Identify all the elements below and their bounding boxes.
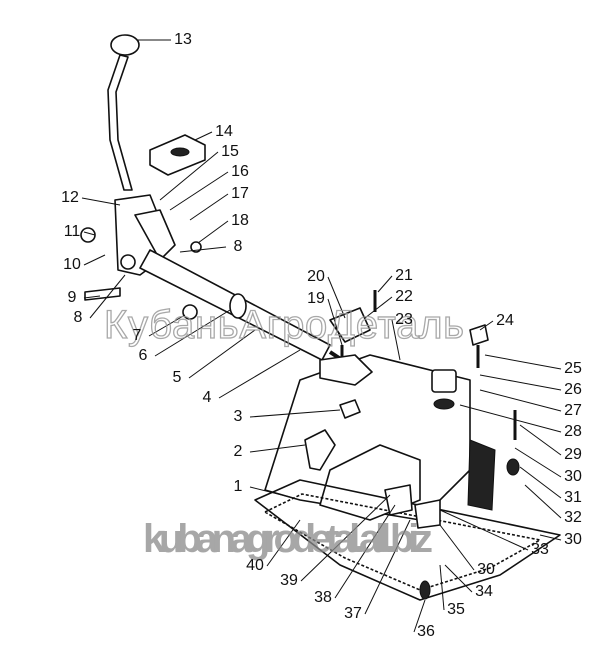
leader-line (334, 504, 396, 599)
callout-label: 30 (564, 531, 582, 548)
leader-line (249, 409, 341, 418)
callout-label: 6 (139, 347, 148, 364)
leader-line (159, 151, 219, 201)
callout-label: 31 (564, 489, 582, 506)
leader-line (377, 275, 393, 293)
leader-line (179, 246, 227, 253)
callout-label: 8 (234, 238, 243, 255)
callout-label: 29 (564, 446, 582, 463)
lever-housing (114, 194, 176, 276)
callout-label: 3 (234, 408, 243, 425)
callout-label: 34 (475, 583, 493, 600)
leader-line (89, 274, 126, 319)
leader-line (479, 389, 562, 412)
callout-label: 32 (564, 509, 582, 526)
callout-label: 24 (496, 312, 514, 329)
leader-line (218, 349, 301, 399)
watermark-bottom: kubanagrodetal.all.biz (143, 517, 433, 561)
leader-line (249, 444, 306, 453)
callout-label: 22 (395, 288, 413, 305)
callout-label: 21 (395, 267, 413, 284)
callout-label: 19 (307, 290, 325, 307)
leader-line (154, 309, 231, 357)
leader-line (83, 231, 96, 236)
leader-line (81, 197, 121, 206)
callout-label: 39 (280, 572, 298, 589)
callout-label: 5 (173, 369, 182, 386)
callout-label: 20 (307, 268, 325, 285)
base-gasket (254, 479, 561, 601)
callout-label: 28 (564, 423, 582, 440)
callout-label: 12 (61, 189, 79, 206)
gear-lever (107, 34, 140, 191)
callout-label: 37 (344, 605, 362, 622)
leader-line (194, 131, 213, 141)
leader-line (266, 519, 301, 567)
callout-label: 13 (174, 31, 192, 48)
leader-line (83, 295, 101, 299)
leader-line (514, 447, 562, 478)
gearbox-housing (264, 354, 496, 521)
callout-label: 1 (234, 478, 243, 495)
callout-label: 26 (564, 381, 582, 398)
small-parts (80, 227, 520, 600)
callout-label: 4 (203, 389, 212, 406)
callout-label: 35 (447, 601, 465, 618)
leader-line (539, 534, 562, 541)
callout-label: 2 (234, 443, 243, 460)
callout-label: 11 (64, 223, 81, 240)
callout-label: 18 (231, 212, 249, 229)
bracket (329, 290, 377, 362)
leader-lines (81, 39, 562, 633)
callout-label: 8 (74, 309, 83, 326)
leader-line (439, 564, 445, 611)
leader-line (148, 314, 186, 337)
watermark-top: КубаньАгроДеталь (104, 303, 464, 347)
callout-label: 30 (564, 468, 582, 485)
callout-label: 38 (314, 589, 332, 606)
leader-line (459, 404, 562, 433)
callout-label: 25 (564, 360, 582, 377)
leader-line (479, 374, 562, 391)
leader-line (327, 298, 343, 346)
leader-line (197, 220, 229, 244)
leader-line (439, 509, 529, 551)
leader-line (413, 599, 426, 633)
leader-line (479, 320, 494, 331)
leader-line (519, 466, 562, 499)
leader-line (519, 424, 562, 456)
leader-line (300, 494, 391, 582)
callout-label: 30 (477, 561, 495, 578)
leader-line (249, 486, 291, 498)
callout-label: 33 (531, 541, 549, 558)
callout-label: 14 (215, 123, 233, 140)
leader-line (364, 519, 411, 615)
callout-label: 23 (395, 311, 413, 328)
leader-line (188, 329, 256, 379)
callout-label: 15 (221, 143, 239, 160)
leader-line (169, 171, 229, 211)
leader-line (444, 564, 473, 593)
leader-line (524, 484, 562, 519)
callout-label: 27 (564, 402, 582, 419)
leader-line (439, 524, 475, 571)
leader-line (83, 254, 106, 266)
callout-label: 17 (231, 185, 249, 202)
leader-line (391, 319, 401, 361)
callout-label: 36 (417, 623, 435, 640)
leader-line (327, 276, 346, 319)
callout-label: 9 (68, 289, 77, 306)
cover-plate (149, 134, 206, 176)
callout-label: 10 (63, 256, 81, 273)
leader-line (484, 354, 562, 370)
leader-line (364, 296, 393, 319)
callout-label: 16 (231, 163, 249, 180)
callout-label: 7 (133, 327, 142, 344)
leader-line (189, 193, 229, 221)
callout-label: 40 (246, 557, 264, 574)
